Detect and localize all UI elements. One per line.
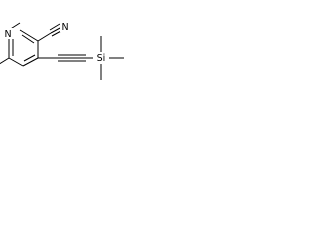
ring-bond-c3-c2-double: [21, 34, 35, 44]
silicon-label: Si: [97, 53, 106, 64]
chemical-structure-diagram: N N Si: [0, 21, 124, 80]
nitrile-nitrogen-label-bg: [60, 21, 70, 32]
ring-nitrogen-label-bg: [3, 28, 13, 39]
silicon-label-bg: [93, 52, 109, 63]
nitrile-nitrogen-label: N: [61, 22, 68, 33]
methyl-bond: [0, 57, 10, 65]
ring-bond-c3-c2: [19, 29, 39, 42]
nitrile-triple-bond-2: [49, 23, 61, 31]
ring-nitrogen-label: N: [4, 29, 11, 40]
ring-bond-c6-c5: [8, 57, 24, 67]
nitrile-bond-to-ring: [37, 32, 52, 42]
ring-bond-c5-c4-double: [23, 54, 36, 62]
ring-bond-c5-c4: [22, 57, 39, 67]
